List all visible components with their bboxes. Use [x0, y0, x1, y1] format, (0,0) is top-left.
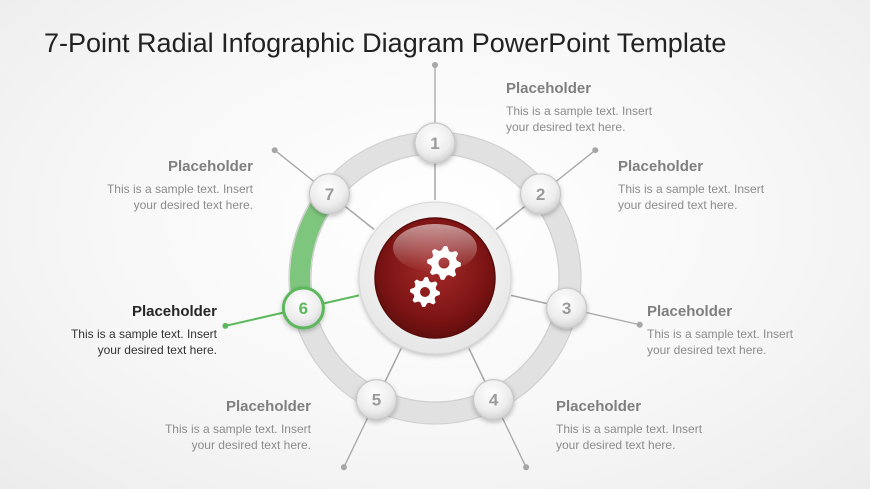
node-number-5: 5 — [372, 391, 381, 410]
node-number-2: 2 — [536, 185, 545, 204]
block-text-2: This is a sample text. Insert your desir… — [618, 182, 765, 212]
outer-spoke-6 — [225, 311, 285, 327]
spoke-dot-7 — [271, 147, 278, 154]
spoke-dot-1 — [432, 62, 438, 68]
connector-lines — [222, 62, 643, 471]
block-heading-4: Placeholder — [556, 398, 642, 415]
block-text-6: This is a sample text. Insert your desir… — [70, 327, 217, 357]
node-5[interactable]: 5 — [355, 379, 398, 421]
node-number-1: 1 — [430, 134, 439, 153]
node-3[interactable]: 3 — [546, 287, 588, 329]
node-number-7: 7 — [325, 185, 334, 204]
node-group: 1 2 3 4 5 6 7 — [281, 122, 588, 421]
block-heading-7: Placeholder — [167, 158, 253, 175]
node-1[interactable]: 1 — [414, 122, 456, 164]
node-4[interactable]: 4 — [472, 379, 515, 421]
node-circle-5 — [355, 379, 398, 421]
node-6[interactable]: 6 — [281, 286, 325, 330]
outer-spoke-4 — [501, 417, 527, 468]
block-heading-1: Placeholder — [506, 80, 592, 97]
center-plate-rim — [358, 201, 512, 355]
block-text-4: This is a sample text. Insert your desir… — [556, 422, 703, 452]
spoke-dot-5 — [340, 464, 347, 471]
node-7[interactable]: 7 — [308, 173, 351, 215]
block-text-3: This is a sample text. Insert your desir… — [647, 327, 794, 357]
block-heading-3: Placeholder — [647, 303, 733, 320]
node-circle-1 — [414, 122, 456, 164]
outer-spoke-2 — [555, 149, 596, 182]
inner-connector-3 — [510, 294, 548, 305]
inner-connector-6 — [322, 294, 360, 305]
spoke-dot-4 — [523, 464, 530, 471]
inner-connector-2 — [495, 205, 526, 230]
node-2[interactable]: 2 — [519, 173, 562, 215]
inner-connector-7 — [344, 205, 375, 230]
block-heading-2: Placeholder — [618, 158, 704, 175]
spoke-dot-6 — [222, 322, 229, 329]
node-circle-7 — [308, 173, 351, 215]
block-text-7: This is a sample text. Insert your desir… — [106, 182, 253, 212]
node-circle-6 — [281, 286, 325, 330]
node-number-4: 4 — [489, 391, 499, 410]
inner-connector-4 — [468, 347, 486, 382]
block-text-5: This is a sample text. Insert your desir… — [164, 422, 311, 452]
gears-icon — [410, 246, 461, 307]
gear-large-icon — [427, 246, 461, 280]
block-heading-5: Placeholder — [225, 398, 311, 415]
outer-spoke-3 — [585, 311, 640, 326]
outer-spoke-7 — [274, 149, 315, 182]
outer-spoke-5 — [343, 417, 369, 468]
block-heading-6: Placeholder — [131, 303, 217, 320]
gear-small-icon — [410, 277, 440, 307]
inner-connector-5 — [384, 347, 402, 382]
node-circle-4 — [472, 379, 515, 421]
node-number-3: 3 — [562, 299, 571, 318]
node-number-6: 6 — [299, 299, 308, 318]
node-circle-2 — [519, 173, 562, 215]
spoke-dot-3 — [636, 321, 643, 328]
node-circle-3 — [546, 287, 588, 329]
block-text-1: This is a sample text. Insert your desir… — [506, 104, 653, 134]
spoke-dot-2 — [592, 147, 599, 154]
slide-title: 7-Point Radial Infographic Diagram Power… — [44, 28, 727, 58]
